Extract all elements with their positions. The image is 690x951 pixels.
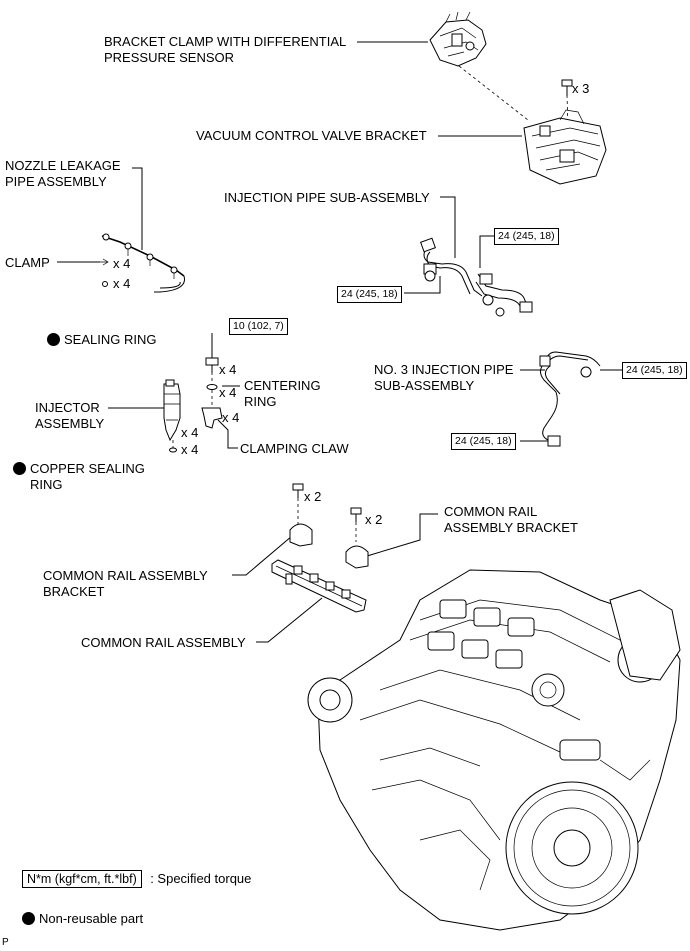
no3-injection-pipe-part: [539, 351, 601, 447]
label-cr-bracket-right: COMMON RAIL ASSEMBLY BRACKET: [444, 504, 578, 535]
label-nozzle-leakage: NOZZLE LEAKAGE PIPE ASSEMBLY: [5, 158, 121, 189]
qty-centering-x4: x 4: [219, 385, 237, 400]
qty-clamp-x4: x 4: [113, 256, 131, 271]
label-clamping-claw: CLAMPING CLAW: [240, 441, 349, 456]
label-cr-bracket-left: COMMON RAIL ASSEMBLY BRACKET: [43, 568, 208, 599]
label-bracket-clamp-line1: BRACKET CLAMP WITH DIFFERENTIAL PRESSURE…: [104, 34, 347, 65]
label-injector: INJECTOR ASSEMBLY: [35, 400, 105, 431]
qty-bracket-bolt-left-x2: x 2: [304, 489, 322, 504]
qty-injector-x4: x 4: [181, 425, 199, 440]
nonreusable-dot-icon: [47, 333, 60, 346]
qty-copper-x4: x 4: [181, 442, 199, 457]
label-vacuum-bracket: VACUUM CONTROL VALVE BRACKET: [196, 128, 427, 143]
qty-bolt-x4: x 4: [219, 362, 237, 377]
legend-nonreusable-text: Non-reusable part: [39, 911, 144, 926]
label-sealing-ring: SEALING RING: [47, 332, 156, 348]
clamp-bolt-part: [201, 357, 223, 429]
engine-illustration: [307, 569, 681, 931]
legend-torque-desc: : Specified torque: [150, 871, 252, 886]
label-centering-ring: CENTERING RING: [244, 378, 321, 409]
legend-torque-box: N*m (kgf*cm, ft.*lbf): [22, 870, 142, 888]
torque-no3-lower: 24 (245, 18): [451, 433, 516, 450]
label-bracket-clamp: BRACKET CLAMP WITH DIFFERENTIAL PRESSURE…: [104, 34, 346, 66]
label-copper-sealing: COPPER SEALING RING: [13, 461, 145, 493]
bracket-clamp-sensor-part: [429, 11, 487, 67]
nonreusable-dot-icon: [13, 462, 26, 475]
label-common-rail: COMMON RAIL ASSEMBLY: [81, 635, 246, 650]
torque-no3-upper: 24 (245, 18): [622, 362, 687, 379]
torque-injection-pipe-upper: 24 (245, 18): [494, 228, 559, 245]
injection-pipe-part: [420, 237, 533, 317]
label-sealing-ring-text: SEALING RING: [64, 332, 157, 347]
torque-injection-pipe-lower: 24 (245, 18): [337, 286, 402, 303]
legend-nonreusable: Non-reusable part: [22, 911, 143, 927]
legend: N*m (kgf*cm, ft.*lbf) : Specified torque: [22, 870, 251, 888]
injector-part: [163, 379, 181, 453]
alignment-lines: [172, 65, 569, 542]
label-no3-injection-pipe: NO. 3 INJECTION PIPE SUB-ASSEMBLY: [374, 362, 514, 393]
label-injection-pipe: INJECTION PIPE SUB-ASSEMBLY: [224, 190, 430, 205]
qty-bolt-x3: x 3: [572, 81, 590, 96]
vacuum-bracket-part: [523, 79, 607, 185]
common-rail-brackets-part: [289, 483, 369, 569]
footer-code: P: [2, 937, 9, 948]
label-clamp: CLAMP: [5, 255, 50, 270]
qty-seal-x4: x 4: [113, 276, 131, 291]
nonreusable-dot-icon: [22, 912, 35, 925]
leader-lines: [57, 41, 622, 643]
label-copper-sealing-text: COPPER SEALING RING: [30, 461, 145, 492]
qty-bracket-bolt-right-x2: x 2: [365, 512, 383, 527]
qty-claw-x4: x 4: [222, 410, 240, 425]
nozzle-leakage-pipe-part: [100, 233, 185, 293]
common-rail-part: [271, 559, 367, 613]
torque-clamp-bolt: 10 (102, 7): [229, 318, 288, 335]
